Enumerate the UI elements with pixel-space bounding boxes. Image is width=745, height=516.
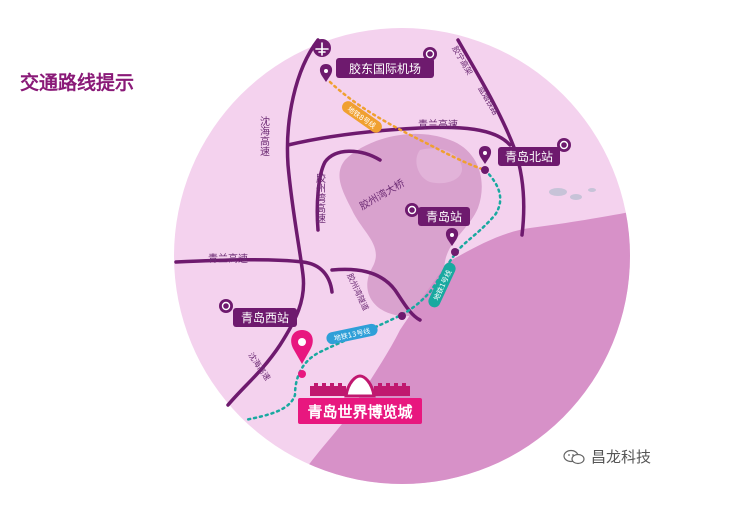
airport-pin <box>319 64 333 82</box>
destination-label: 青岛世界博览城 <box>298 398 422 424</box>
page-title: 交通路线提示 <box>20 72 135 94</box>
road-label-jiaozhouwan: 胶州湾高速 <box>314 172 326 223</box>
wechat-icon <box>563 449 585 464</box>
road-shenhai <box>226 38 320 407</box>
road-qinglan-left <box>174 257 334 294</box>
svg-text:青岛世界博览城: 青岛世界博览城 <box>307 403 412 421</box>
metro-stop <box>481 166 489 174</box>
north-station-pin <box>478 146 492 164</box>
qingdao-station-pin <box>445 228 459 246</box>
rail-icon <box>557 138 571 152</box>
road-label-qinglan-top: 青兰高速 <box>418 118 458 131</box>
rail-icon <box>219 299 233 313</box>
svg-text:胶东国际机场: 胶东国际机场 <box>349 61 421 76</box>
destination-pin <box>291 330 313 378</box>
svg-text:青岛北站: 青岛北站 <box>505 149 553 164</box>
watermark: 昌龙科技 <box>563 446 651 467</box>
svg-text:青岛站: 青岛站 <box>426 209 462 224</box>
watermark-text: 昌龙科技 <box>591 448 652 466</box>
svg-text:青岛西站: 青岛西站 <box>241 310 289 325</box>
qingdao-station-label: 青岛站 <box>418 207 470 226</box>
road-mid-link <box>330 267 422 322</box>
destination-building <box>310 374 410 398</box>
inner-shoal <box>416 148 463 184</box>
metro-stop <box>451 248 459 256</box>
rail-icon <box>423 47 437 61</box>
road-jiaozhouwan <box>315 149 382 232</box>
road-qinglan-top <box>286 125 512 147</box>
north-station-label: 青岛北站 <box>498 147 560 166</box>
islands-marker <box>549 188 596 200</box>
airport-label: 胶东国际机场 <box>336 58 434 78</box>
road-label-shenhai: 沈海高速 <box>258 115 270 156</box>
plane-icon <box>315 42 329 56</box>
airport-marker <box>313 39 331 57</box>
west-station-label: 青岛西站 <box>233 308 297 327</box>
metro-teal-route <box>243 168 502 422</box>
road-label-qinglan-left: 青兰高速 <box>208 252 248 265</box>
rail-icon <box>405 203 419 217</box>
metro-stop <box>398 312 406 320</box>
metro-line8-route <box>328 80 487 172</box>
